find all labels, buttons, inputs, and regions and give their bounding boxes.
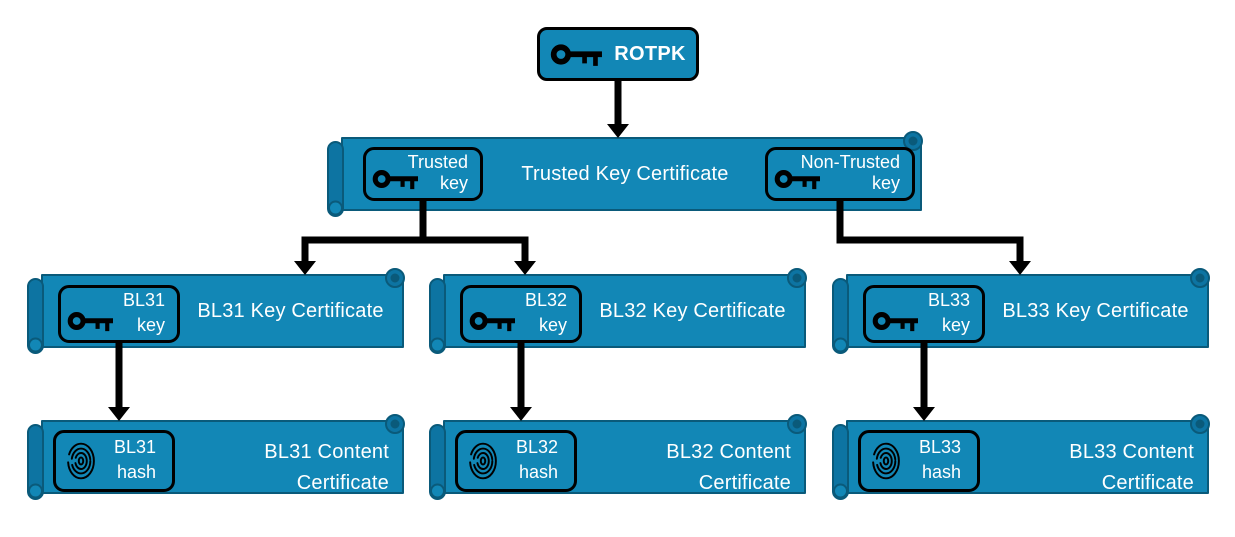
bl32-content-cert-title: BL32 Content Certificate [666,437,791,499]
bl33-key-box: BL33 key [863,285,985,343]
bl32-content-title-line1: BL32 Content [666,441,791,463]
bl33-content-certificate-scroll: BL33 Content Certificate BL33 hash [830,412,1212,502]
bl32-key-cert-title: BL32 Key Certificate [599,299,786,322]
bl31-key-certificate-scroll: BL31 Key Certificate BL31 key [25,266,407,356]
bl33-key-certificate-scroll: BL33 Key Certificate BL33 key [830,266,1212,356]
trusted-cert-title: Trusted Key Certificate [521,162,729,185]
fingerprint-icon [67,442,95,480]
trusted-key-box: Trusted key [363,147,483,201]
key-icon [67,309,113,333]
key-icon [774,167,820,191]
bl32-key-certificate-scroll: BL32 Key Certificate BL32 key [427,266,809,356]
bl33-hash-label-line1: BL33 [918,437,961,457]
bl33-content-title-line1: BL33 Content [1069,441,1194,463]
bl33-hash-box: BL33 hash [858,430,980,492]
bl33-content-cert-title: BL33 Content Certificate [1069,437,1194,499]
rotpk-box: ROTPK [537,27,699,81]
bl32-content-certificate-scroll: BL32 Content Certificate BL32 hash [427,412,809,502]
bl32-hash-box: BL32 hash [455,430,577,492]
bl32-hash-label-line2: hash [518,462,558,482]
key-icon [372,167,418,191]
bl32-key-box: BL32 key [460,285,582,343]
arrow-trusted-branch [301,236,529,263]
bl32-hash-label-line1: BL32 [515,437,558,457]
non-trusted-key-label-line1: Non-Trusted [800,152,900,172]
bl33-key-label-line1: BL33 [927,290,970,310]
key-icon [872,309,918,333]
trusted-key-label-line2: key [439,173,468,193]
bl31-key-box: BL31 key [58,285,180,343]
bl31-content-cert-title: BL31 Content Certificate [264,437,389,499]
trusted-key-label-line1: Trusted [407,152,468,172]
bl31-hash-label-line1: BL31 [113,437,156,457]
bl33-key-cert-title: BL33 Key Certificate [1002,299,1189,322]
bl31-key-label-line1: BL31 [122,290,165,310]
bl31-hash-box: BL31 hash [53,430,175,492]
bl33-content-title-line2: Certificate [1101,472,1194,494]
fingerprint-icon [872,442,900,480]
bl32-key-label-line2: key [538,315,567,335]
key-icon [550,41,602,68]
key-icon [469,309,515,333]
fingerprint-icon [469,442,497,480]
bl31-key-label-line2: key [136,315,165,335]
bl31-hash-label-line2: hash [116,462,156,482]
non-trusted-key-box: Non-Trusted key [765,147,915,201]
rotpk-label: ROTPK [614,42,686,65]
non-trusted-key-label-line2: key [871,173,900,193]
bl31-content-certificate-scroll: BL31 Content Certificate BL31 hash [25,412,407,502]
bl31-content-title-line1: BL31 Content [264,441,389,463]
bl32-content-title-line2: Certificate [698,472,791,494]
bl31-content-title-line2: Certificate [296,472,389,494]
bl32-key-label-line1: BL32 [524,290,567,310]
bl31-key-cert-title: BL31 Key Certificate [197,299,384,322]
trusted-key-certificate-scroll: Trusted Key Certificate Trusted key Non-… [325,129,925,219]
bl33-key-label-line2: key [941,315,970,335]
bl33-hash-label-line2: hash [921,462,961,482]
